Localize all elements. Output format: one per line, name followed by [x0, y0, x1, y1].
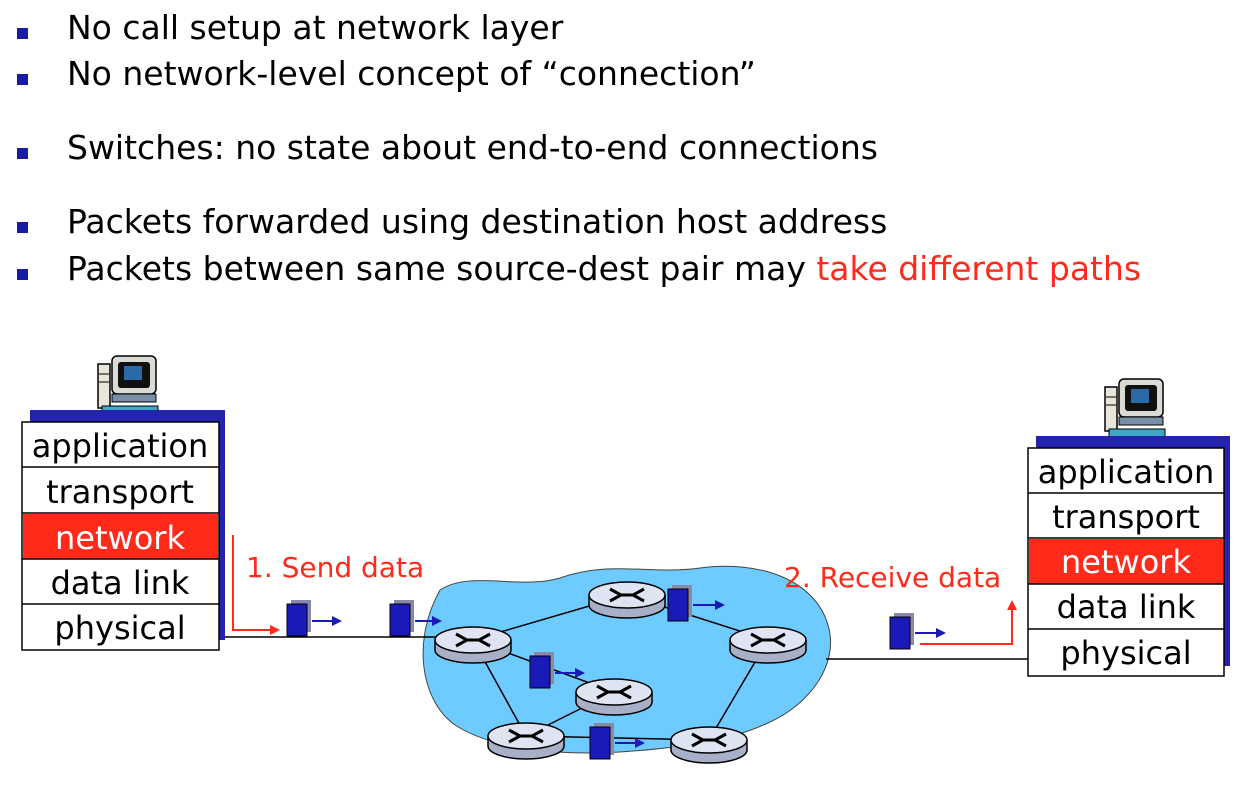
sender-protocol-stack: application transport network data link …	[21, 410, 225, 651]
packet-icon	[589, 722, 615, 760]
bullet-square-icon	[17, 148, 28, 159]
bullet-text: Switches: no state about end-to-end conn…	[67, 128, 878, 167]
bullet-list: No call setup at network layer No networ…	[0, 0, 1257, 300]
packet	[286, 599, 342, 637]
bullet-text: Packets forwarded using destination host…	[67, 202, 888, 241]
packet-icon	[667, 584, 693, 622]
sender-computer-icon	[97, 355, 159, 416]
router-icon	[574, 677, 654, 717]
bullet-text-highlight: take different paths	[816, 249, 1142, 288]
packet	[529, 651, 585, 689]
router-icon	[669, 725, 749, 765]
bullet-square-icon	[17, 28, 28, 39]
receiver-protocol-stack: application transport network data link …	[1027, 436, 1230, 677]
router-icon	[587, 580, 667, 620]
bullet-text: Packets between same source-dest pair ma…	[67, 247, 1141, 291]
sender-layer-physical: physical	[54, 609, 185, 647]
receive-arrow-icon	[920, 600, 1017, 645]
bullet-item: No call setup at network layer	[0, 6, 1257, 50]
router-icon	[433, 625, 513, 665]
sender-layer-data-link: data link	[51, 564, 190, 602]
bullet-square-icon	[17, 222, 28, 233]
packet	[667, 584, 725, 622]
bullet-square-icon	[17, 74, 28, 85]
receiver-layer-network: network	[1061, 543, 1191, 581]
receiver-layer-data-link: data link	[1057, 588, 1196, 626]
packet-icon	[529, 651, 555, 689]
bullet-square-icon	[17, 269, 28, 280]
packet	[589, 722, 645, 760]
packet-icon	[389, 599, 415, 637]
sender-layer-network: network	[55, 519, 185, 557]
receiver-layer-application: application	[1038, 453, 1215, 491]
receiver-computer-icon	[1104, 378, 1166, 439]
bullet-text-plain: Packets between same source-dest pair ma…	[67, 249, 817, 288]
bullet-item: No network-level concept of “connection”	[0, 52, 1257, 96]
sender-layer-transport: transport	[46, 473, 194, 511]
packet-icon	[286, 599, 312, 637]
router-icon	[486, 721, 566, 761]
packet	[389, 599, 442, 637]
receiver-network-layer-fill	[1029, 539, 1223, 584]
receive-data-label: 2. Receive data	[784, 561, 1001, 594]
bullet-item: Packets forwarded using destination host…	[0, 200, 1257, 244]
receiver-layer-physical: physical	[1060, 634, 1191, 672]
bullet-item: Switches: no state about end-to-end conn…	[0, 126, 1257, 170]
send-arrow-icon	[232, 535, 280, 635]
bullet-text: No network-level concept of “connection”	[67, 54, 756, 93]
bullet-text: No call setup at network layer	[67, 8, 564, 47]
send-data-label: 1. Send data	[246, 551, 424, 584]
bullet-item: Packets between same source-dest pair ma…	[0, 247, 1257, 291]
sender-layer-application: application	[32, 427, 209, 465]
router-icon	[728, 625, 808, 665]
sender-network-layer-fill	[23, 514, 218, 559]
packet	[889, 612, 946, 650]
packet-icon	[889, 612, 915, 650]
receiver-layer-transport: transport	[1052, 498, 1200, 536]
